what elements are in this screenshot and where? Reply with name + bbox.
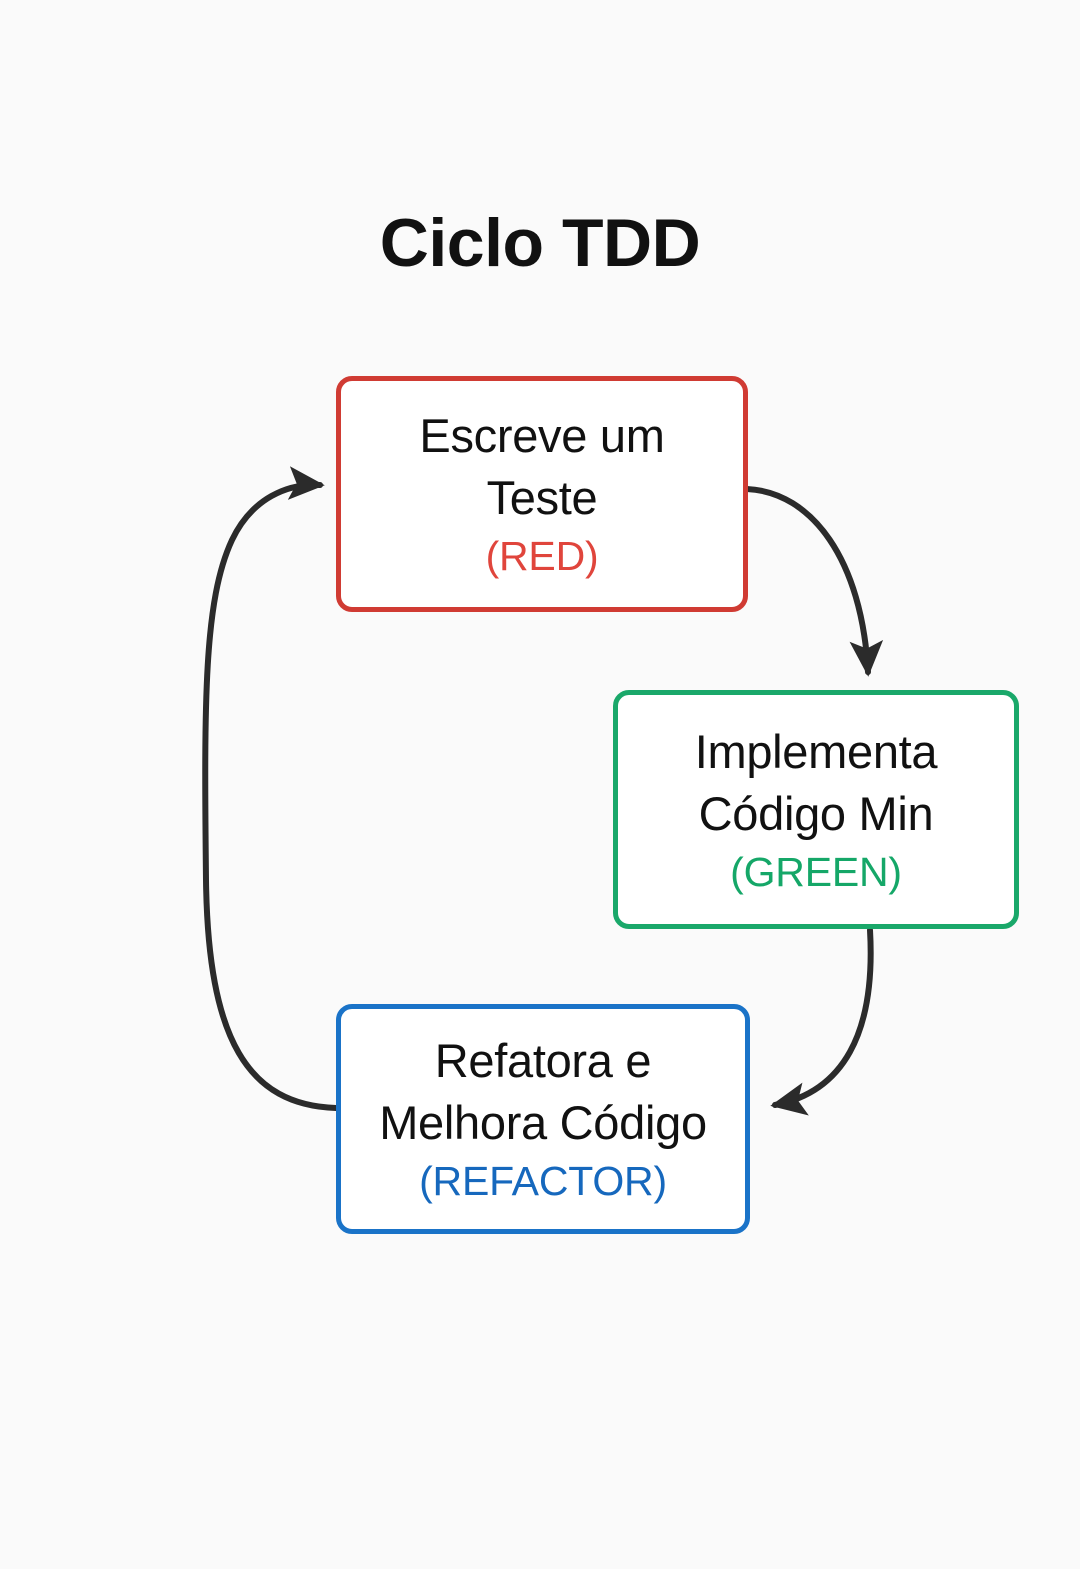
node-red-write-test[interactable]: Escreve um Teste (RED) — [336, 376, 748, 612]
node-green-tag: (GREEN) — [730, 848, 902, 895]
node-blue-refactor[interactable]: Refatora e Melhora Código (REFACTOR) — [336, 1004, 750, 1234]
edge-green-to-blue — [770, 927, 874, 1116]
node-blue-label: Refatora e Melhora Código — [379, 1034, 707, 1150]
node-blue-tag: (REFACTOR) — [419, 1158, 667, 1205]
page-title-wrapper: Ciclo TDD — [0, 206, 1080, 281]
node-green-implement-code[interactable]: Implementa Código Min (GREEN) — [613, 690, 1019, 929]
node-red-label: Escreve um Teste — [419, 409, 665, 525]
edge-red-to-green — [744, 486, 884, 677]
node-green-label: Implementa Código Min — [694, 724, 938, 840]
page-title: Ciclo TDD — [379, 205, 701, 281]
edge-blue-to-red — [202, 466, 339, 1111]
node-red-tag: (RED) — [485, 533, 599, 580]
